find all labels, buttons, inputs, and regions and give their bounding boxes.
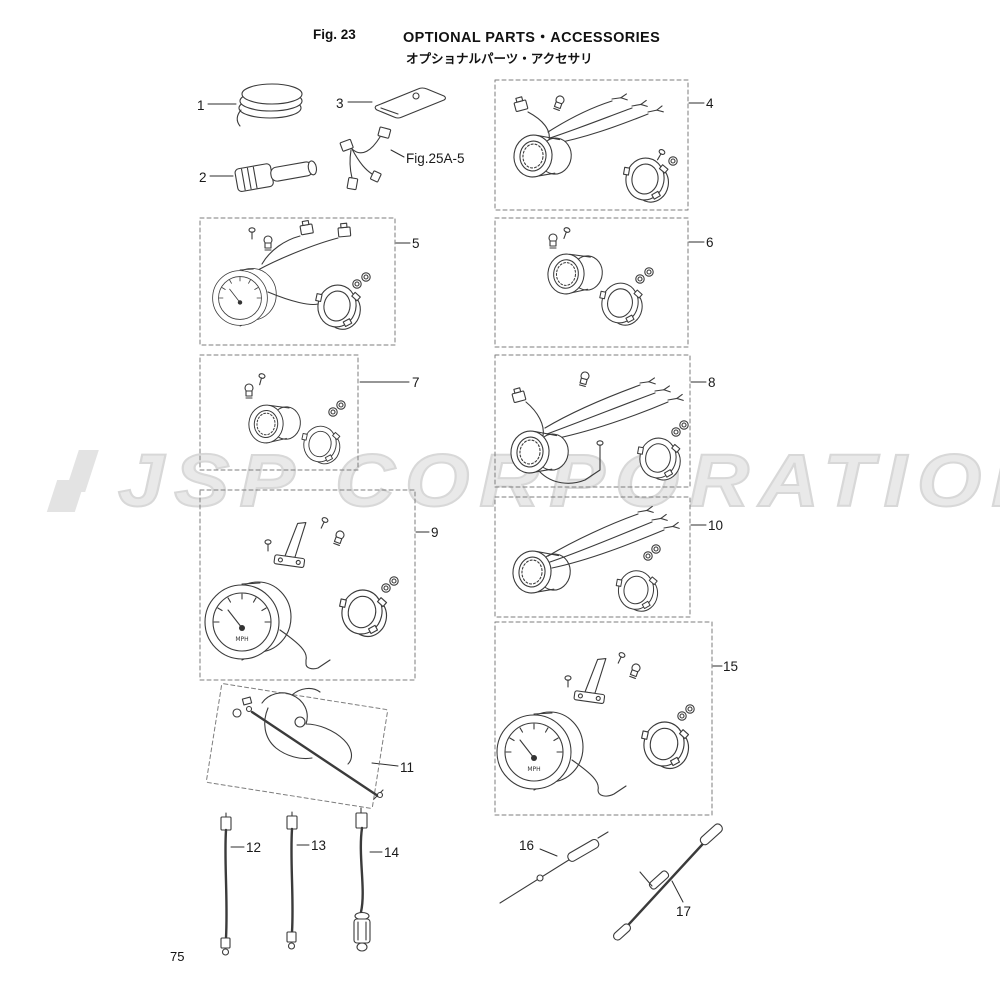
part-label-3: 3 [336,96,344,111]
leader-lines [207,101,723,903]
part-label-2: 2 [199,170,207,185]
part-label-17: 17 [676,904,692,919]
part-label-13: 13 [311,838,327,853]
figure-number: Fig. 23 [313,27,356,42]
part-14-illustration [353,807,371,952]
part-label-7: 7 [412,375,420,390]
part-label-14: 14 [384,845,400,860]
part-label-16: 16 [519,838,535,853]
part-1-illustration [236,83,303,127]
figure-reference-label: Fig.25A-5 [406,151,465,166]
part-4-illustration [510,93,678,206]
part-7-boundary [199,354,359,471]
speedometer-unit-label: MPH [235,636,248,643]
page-subtitle-ja: オプショナルパーツ・アクセサリ [406,52,593,66]
part-10-illustration [509,505,680,615]
part-2-illustration [234,160,318,193]
part-label-1: 1 [197,98,205,113]
part-13-illustration [286,811,298,950]
part-8-illustration [507,370,689,484]
part-17-illustration [612,823,723,941]
part-4-boundary [494,79,689,211]
part-16-illustration [499,831,609,904]
part-label-10: 10 [708,518,724,533]
part-label-9: 9 [431,525,439,540]
part-label-8: 8 [708,375,716,390]
part-label-4: 4 [706,96,714,111]
part-12-illustration [220,812,232,956]
part-10-boundary [494,496,691,618]
part-9-boundary [199,489,416,681]
part-label-15: 15 [723,659,739,674]
part-label-6: 6 [706,235,714,250]
part-3-illustration [374,87,447,119]
speedometer-unit-label: MPH [527,766,540,773]
part-8-boundary [494,354,691,488]
part-6-illustration [545,226,654,329]
page-number: 75 [170,949,185,964]
part-9-illustration: MPH [204,516,399,670]
part-5-illustration [212,219,371,334]
part-label-11: 11 [400,760,415,775]
part-7-illustration [244,372,346,468]
part-15-boundary [494,621,713,816]
fig25a5-harness-illustration [339,126,392,191]
part-11-illustration [206,683,388,809]
part-label-5: 5 [412,236,420,251]
page-title: OPTIONAL PARTS・ACCESSORIES [403,30,661,46]
part-label-12: 12 [246,840,262,855]
part-15-illustration: MPH [496,651,695,797]
part-5-boundary [199,217,396,346]
part-boundaries [199,79,713,816]
